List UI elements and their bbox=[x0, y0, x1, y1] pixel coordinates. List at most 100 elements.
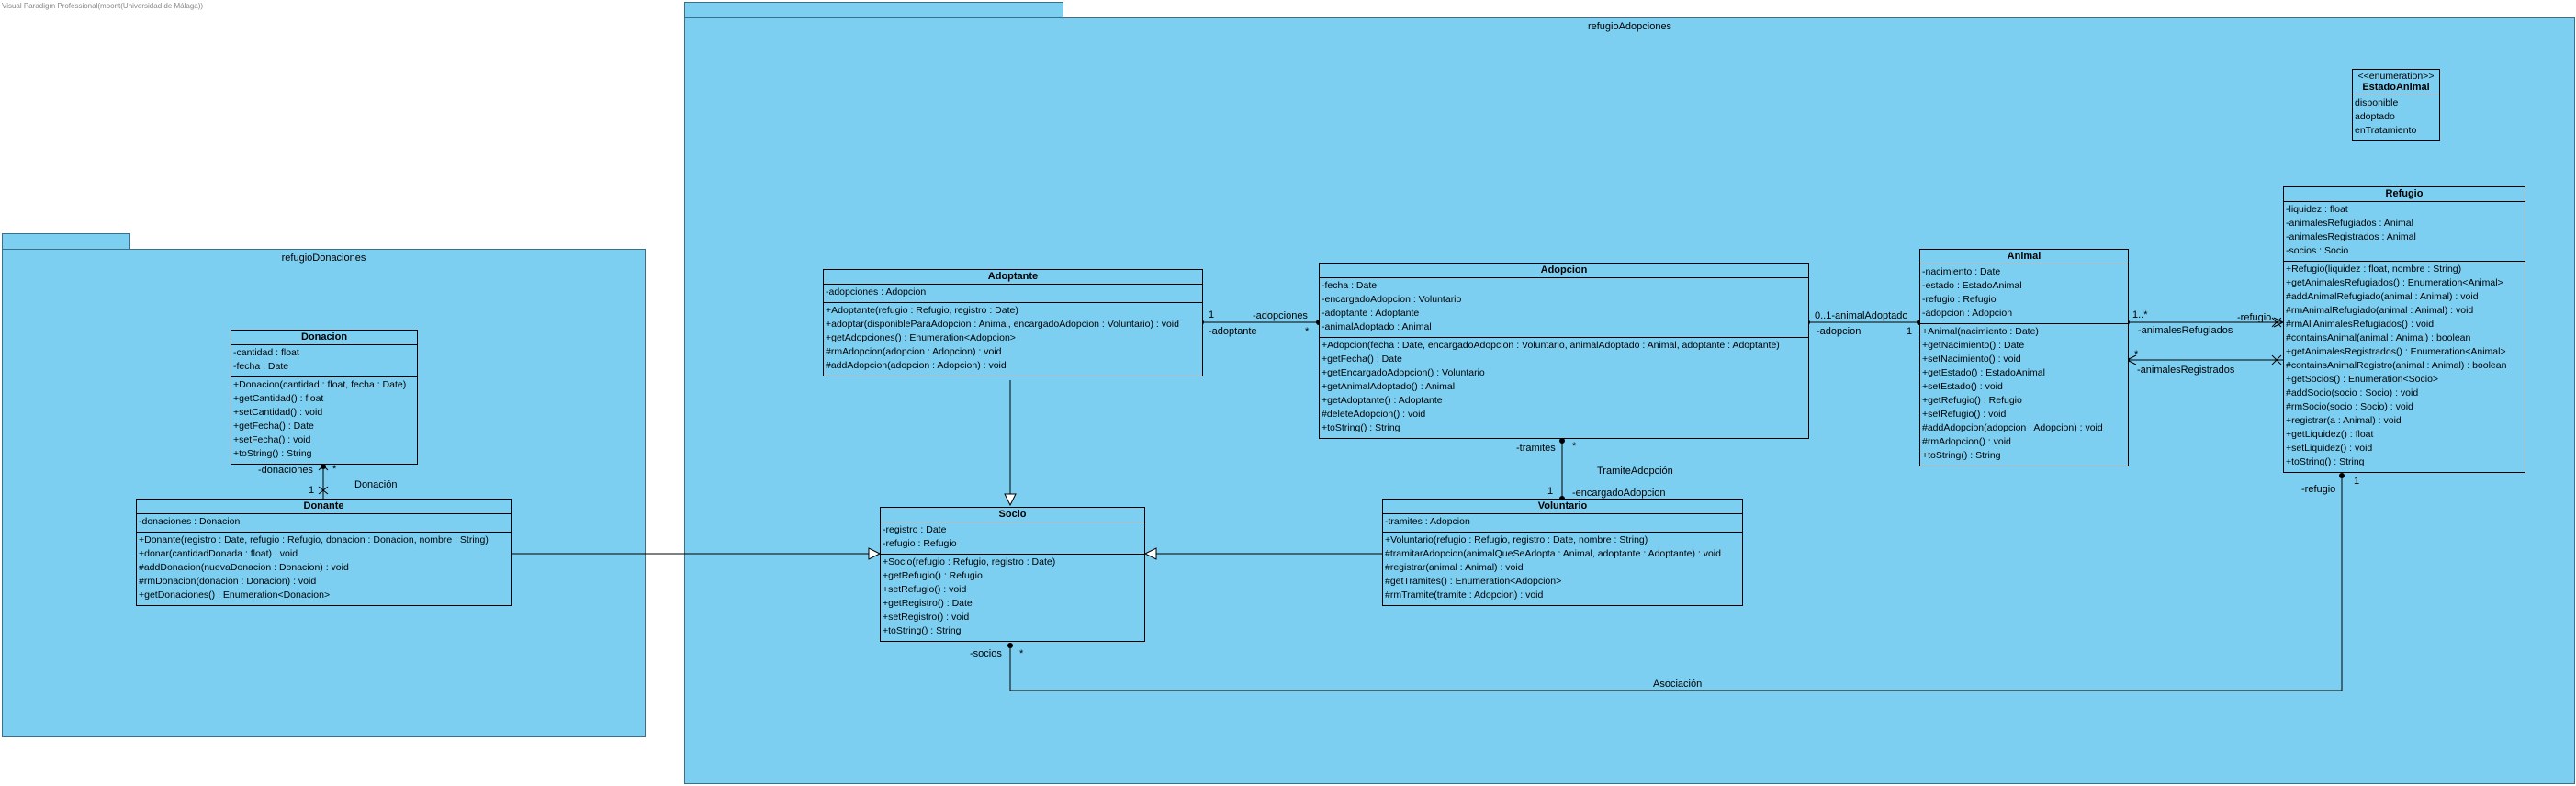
role-label: -socios bbox=[970, 648, 1002, 659]
multiplicity-label: 1 bbox=[1547, 486, 1554, 497]
operation: +toString() : String bbox=[1322, 422, 1400, 433]
operation: #containsAnimalRegistro(animal : Animal)… bbox=[2286, 360, 2507, 371]
operation: +toString() : String bbox=[1922, 450, 2001, 461]
class-name: Refugio bbox=[2284, 187, 2525, 202]
multiplicity-label: * bbox=[1305, 326, 1310, 337]
attribute: -refugio : Refugio bbox=[883, 538, 957, 549]
multiplicity-label: * bbox=[1019, 648, 1024, 659]
package-tab-donaciones bbox=[2, 233, 130, 250]
role-label: -animalesRegistrados bbox=[2137, 365, 2235, 376]
operation: +getCantidad() : float bbox=[233, 393, 324, 404]
operation: +Socio(refugio : Refugio, registro : Dat… bbox=[883, 556, 1056, 567]
multiplicity-label: 1..* bbox=[2132, 309, 2148, 320]
attributes-section: -fecha : Date -encargadoAdopcion : Volun… bbox=[1320, 278, 1808, 338]
package-tab-adopciones bbox=[684, 2, 1063, 18]
role-label: -refugio bbox=[2237, 312, 2272, 323]
multiplicity-label: * bbox=[332, 464, 337, 475]
class-adopcion[interactable]: Adopcion -fecha : Date -encargadoAdopcio… bbox=[1319, 263, 1809, 439]
class-donante[interactable]: Donante -donaciones : Donacion +Donante(… bbox=[136, 499, 512, 606]
association-name: Donación bbox=[354, 479, 398, 490]
operation: +setNacimiento() : void bbox=[1922, 354, 2021, 365]
attribute: -encargadoAdopcion : Voluntario bbox=[1322, 294, 1462, 305]
attributes-section: -adopciones : Adopcion bbox=[824, 285, 1202, 303]
operation: #getTramites() : Enumeration<Adopcion> bbox=[1385, 576, 1562, 587]
operation: +toString() : String bbox=[883, 625, 962, 636]
enum-stereotype: <<enumeration>> bbox=[2357, 71, 2435, 82]
attributes-section: -tramites : Adopcion bbox=[1383, 514, 1742, 533]
enum-name: EstadoAnimal bbox=[2353, 82, 2439, 95]
class-name: Socio bbox=[881, 508, 1144, 522]
operation: +getLiquidez() : float bbox=[2286, 429, 2374, 440]
class-name: Donacion bbox=[231, 331, 417, 345]
association-name: TramiteAdopción bbox=[1597, 466, 1673, 477]
role-label: -tramites bbox=[1516, 443, 1556, 454]
attribute: -animalAdoptado : Animal bbox=[1322, 321, 1432, 332]
operation: +setCantidad() : void bbox=[233, 407, 323, 418]
attribute: -tramites : Adopcion bbox=[1385, 516, 1470, 527]
class-name: Adopcion bbox=[1320, 264, 1808, 278]
enum-literal: adoptado bbox=[2355, 111, 2395, 122]
class-refugio[interactable]: Refugio -liquidez : float -animalesRefug… bbox=[2283, 186, 2525, 473]
operation: +getRegistro() : Date bbox=[883, 598, 973, 609]
operation: +getAdopciones() : Enumeration<Adopcion> bbox=[826, 332, 1016, 343]
multiplicity-label: * bbox=[1572, 441, 1577, 452]
operation: +Refugio(liquidez : float, nombre : Stri… bbox=[2286, 264, 2462, 275]
association-name: Asociación bbox=[1653, 679, 1703, 690]
role-label: -adoptante bbox=[1209, 326, 1257, 337]
multiplicity-label: * bbox=[2134, 349, 2139, 360]
attributes-section: -liquidez : float -animalesRefugiados : … bbox=[2284, 202, 2525, 262]
operation: +getRefugio() : Refugio bbox=[1922, 395, 2022, 406]
attribute: -nacimiento : Date bbox=[1922, 266, 2001, 277]
operation: +getNacimiento() : Date bbox=[1922, 340, 2025, 351]
attribute: -adoptante : Adoptante bbox=[1322, 308, 1420, 319]
operations-section: +Adopcion(fecha : Date, encargadoAdopcio… bbox=[1320, 338, 1808, 438]
operation: +getAnimalesRefugiados() : Enumeration<A… bbox=[2286, 277, 2503, 288]
class-name: Donante bbox=[137, 500, 511, 514]
role-label: -refugio bbox=[2301, 484, 2336, 495]
operation: #deleteAdopcion() : void bbox=[1322, 409, 1426, 420]
role-label: -donaciones bbox=[258, 465, 313, 476]
operation: +getRefugio() : Refugio bbox=[883, 570, 983, 581]
role-label: -animalesRefugiados bbox=[2138, 325, 2233, 336]
multiplicity-label: 1 bbox=[1209, 309, 1215, 320]
class-adoptante[interactable]: Adoptante -adopciones : Adopcion +Adopta… bbox=[823, 269, 1203, 376]
class-name: Voluntario bbox=[1383, 500, 1742, 514]
operation: +setFecha() : void bbox=[233, 434, 311, 445]
enum-estado-animal[interactable]: <<enumeration>> EstadoAnimal disponible … bbox=[2352, 69, 2440, 141]
operations-section: +Donacion(cantidad : float, fecha : Date… bbox=[231, 377, 417, 464]
class-animal[interactable]: Animal -nacimiento : Date -estado : Esta… bbox=[1919, 249, 2129, 466]
class-name: Adoptante bbox=[824, 270, 1202, 285]
operations-section: +Animal(nacimiento : Date) +getNacimient… bbox=[1920, 324, 2128, 466]
operation: +adoptar(disponibleParaAdopcion : Animal… bbox=[826, 319, 1179, 330]
operations-section: +Refugio(liquidez : float, nombre : Stri… bbox=[2284, 262, 2525, 472]
operation: +donar(cantidadDonada : float) : void bbox=[139, 548, 298, 559]
operation: +getFecha() : Date bbox=[1322, 354, 1402, 365]
operation: +setEstado() : void bbox=[1922, 381, 2003, 392]
operation: +Adopcion(fecha : Date, encargadoAdopcio… bbox=[1322, 340, 1780, 351]
class-voluntario[interactable]: Voluntario -tramites : Adopcion +Volunta… bbox=[1382, 499, 1743, 606]
attribute: -liquidez : float bbox=[2286, 204, 2348, 215]
attribute: -donaciones : Donacion bbox=[139, 516, 241, 527]
multiplicity-label: 1 bbox=[2354, 476, 2360, 487]
attribute: -estado : EstadoAnimal bbox=[1922, 280, 2022, 291]
attribute: -animalesRegistrados : Animal bbox=[2286, 231, 2416, 242]
attribute: -fecha : Date bbox=[1322, 280, 1378, 291]
package-name: refugioAdopciones bbox=[1587, 21, 1672, 32]
attribute: -fecha : Date bbox=[233, 361, 289, 372]
attribute: -socios : Socio bbox=[2286, 245, 2349, 256]
operation: #registrar(animal : Animal) : void bbox=[1385, 562, 1524, 573]
operations-section: +Adoptante(refugio : Refugio, registro :… bbox=[824, 303, 1202, 376]
operation: +setRefugio() : void bbox=[883, 584, 967, 595]
class-donacion[interactable]: Donacion -cantidad : float -fecha : Date… bbox=[231, 330, 418, 465]
operation: +getEncargadoAdopcion() : Voluntario bbox=[1322, 367, 1485, 378]
operation: +Animal(nacimiento : Date) bbox=[1922, 326, 2039, 337]
operations-section: +Donante(registro : Date, refugio : Refu… bbox=[137, 533, 511, 605]
attribute: -adopciones : Adopcion bbox=[826, 286, 927, 298]
operation: +setLiquidez() : void bbox=[2286, 443, 2373, 454]
operation: +getAdoptante() : Adoptante bbox=[1322, 395, 1443, 406]
attributes-section: -cantidad : float -fecha : Date bbox=[231, 345, 417, 377]
class-socio[interactable]: Socio -registro : Date -refugio : Refugi… bbox=[880, 507, 1145, 642]
class-name: Animal bbox=[1920, 250, 2128, 264]
operation: #addAdopcion(adopcion : Adopcion) : void bbox=[826, 360, 1007, 371]
